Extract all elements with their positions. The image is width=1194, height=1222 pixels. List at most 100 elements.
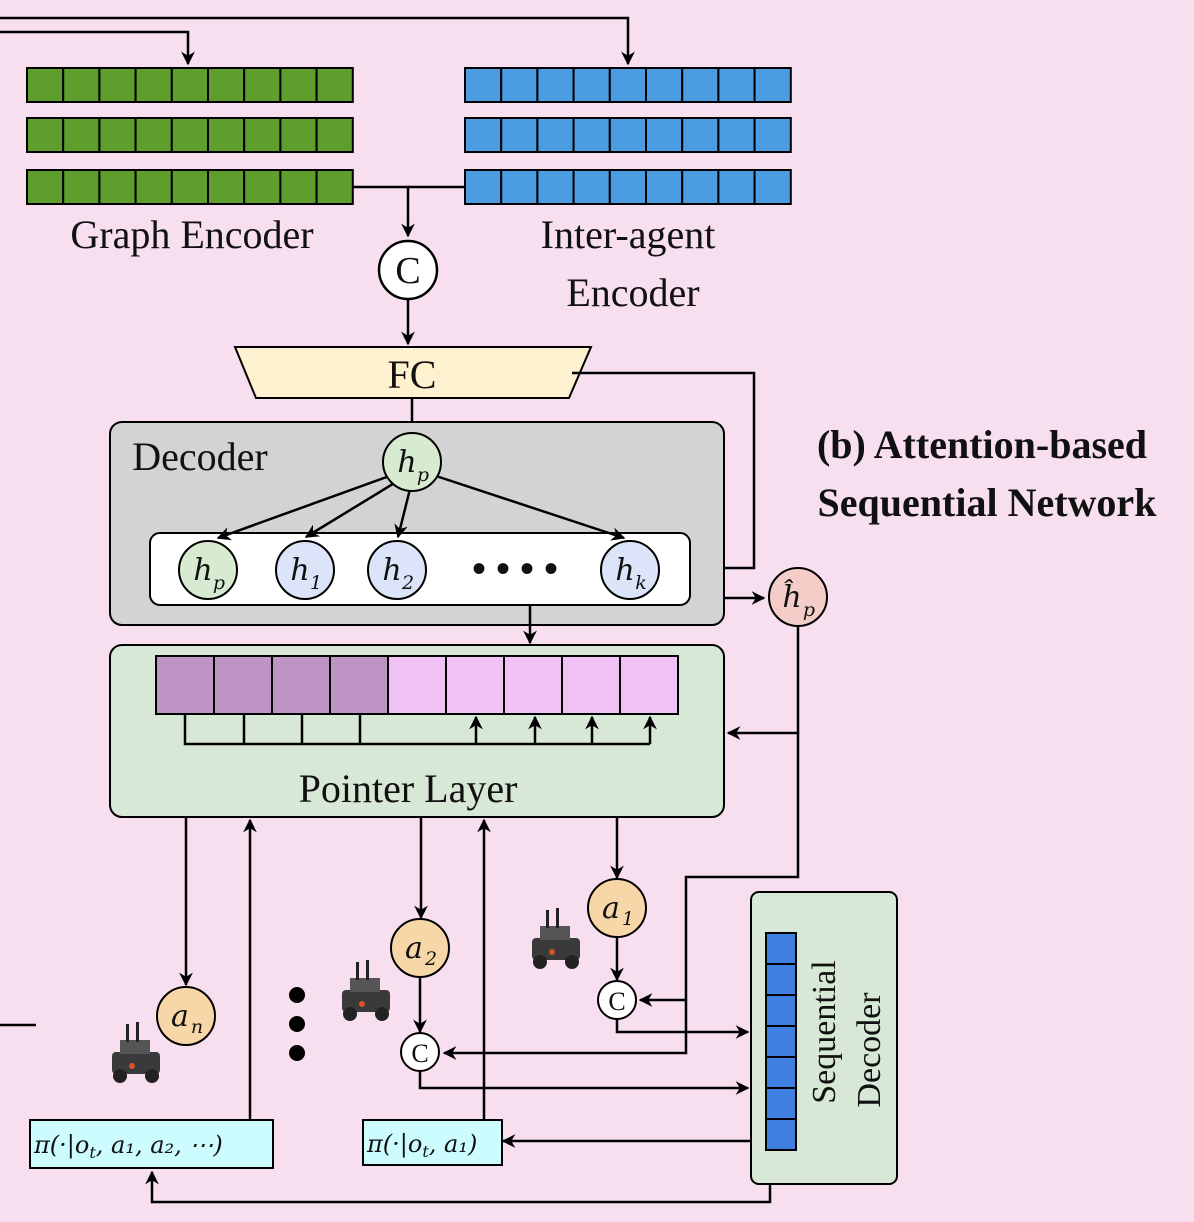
pointer-layer-label: Pointer Layer: [299, 766, 518, 811]
sequential-decoder-cell: [765, 963, 797, 996]
graph-encoder-cell: [207, 67, 246, 103]
graph-encoder-cell: [134, 67, 173, 103]
vertical-ellipsis: [289, 987, 305, 1061]
inter-agent-encoder-cell: [753, 117, 792, 153]
graph-encoder: [26, 67, 354, 205]
policy-box-an: π(·|ot, a₁, a₂, ⋯): [29, 1119, 274, 1169]
inter-agent-encoder-cell: [717, 67, 756, 103]
sequential-decoder-cell: [765, 994, 797, 1027]
graph-encoder-cell: [134, 117, 173, 153]
svg-text:a: a: [405, 931, 423, 966]
svg-text:1: 1: [310, 572, 322, 594]
svg-text:FC: FC: [388, 352, 437, 397]
svg-text:h: h: [290, 553, 309, 588]
graph-encoder-cell: [62, 169, 101, 205]
seq-to-policy-n-edge: [145, 1170, 772, 1204]
graph-encoder-cell: [279, 67, 318, 103]
pointer-layer-cell: [387, 655, 447, 715]
sequential-decoder-cell: [765, 1025, 797, 1058]
svg-text:C: C: [395, 250, 420, 292]
sequential-decoder-cell: [765, 932, 797, 965]
graph-encoder-to-concat-edge: [353, 185, 415, 238]
concat-a2-to-seq-edge: [418, 1071, 750, 1095]
pointer-layer-cell: [561, 655, 621, 715]
svg-text:2: 2: [424, 948, 437, 970]
svg-text:a: a: [171, 999, 189, 1034]
inter-agent-encoder-cell: [608, 169, 647, 205]
inter-agent-encoder-cell: [753, 169, 792, 205]
inter-agent-encoder-cell: [536, 67, 575, 103]
graph-encoder-cell: [26, 67, 65, 103]
graph-encoder-cell: [243, 67, 282, 103]
graph-encoder-cell: [98, 117, 137, 153]
svg-text:2: 2: [401, 572, 414, 594]
action-node-a1: a 1: [587, 878, 647, 938]
pointer-layer-cell: [619, 655, 679, 715]
inter-agent-encoder-cell: [608, 117, 647, 153]
inter-agent-encoder-cell: [645, 169, 684, 205]
inter-agent-encoder-label-line1: Inter-agent: [541, 212, 716, 257]
hp-to-node-2-edge: [394, 488, 412, 539]
inter-agent-encoder-cell: [500, 169, 539, 205]
graph-encoder-cell: [243, 169, 282, 205]
sequential-decoder-cells: [765, 932, 797, 1151]
inter-agent-encoder-cell: [500, 117, 539, 153]
graph-encoder-cell: [243, 117, 282, 153]
pointer-layer-cell: [503, 655, 563, 715]
inter-agent-encoder-cell: [645, 117, 684, 153]
inter-agent-encoder-cell: [572, 117, 611, 153]
graph-encoder-cell: [62, 67, 101, 103]
graph-encoder-cell: [315, 169, 354, 205]
graph-encoder-cell: [279, 117, 318, 153]
input-edge-top-inner: [0, 30, 195, 66]
inter-agent-encoder-cell: [464, 67, 503, 103]
graph-encoder-cell: [26, 169, 65, 205]
decoder-node-hk: h k: [600, 540, 660, 600]
section-title-line1: (b) Attention-based: [817, 422, 1147, 467]
pointer-layer-cell: [329, 655, 389, 715]
pointer-layer-cell: [155, 655, 215, 715]
query-node-hp: h p: [382, 432, 442, 492]
inter-agent-encoder-cell: [572, 67, 611, 103]
inter-agent-encoder-cell: [717, 117, 756, 153]
svg-text:C: C: [608, 987, 625, 1016]
hhat-to-concat-edge: [442, 733, 800, 1060]
inter-agent-encoder-cell: [681, 169, 720, 205]
inter-agent-encoder-cell: [681, 67, 720, 103]
sequential-decoder-label-line1: Sequential: [806, 960, 843, 1104]
robot-icon: [342, 960, 390, 1021]
concat-a1-to-seq-edge: [615, 1019, 750, 1039]
inter-agent-encoder-label-line2: Encoder: [566, 270, 699, 315]
graph-encoder-cell: [315, 117, 354, 153]
inter-agent-encoder-cell: [500, 67, 539, 103]
concat-node-a2: C: [400, 1032, 440, 1072]
svg-text:p: p: [417, 464, 429, 486]
pointer-layer-cell: [271, 655, 331, 715]
svg-text:h: h: [397, 445, 416, 480]
inter-agent-encoder-cell: [717, 169, 756, 205]
concat-node-top: C: [377, 239, 439, 301]
graph-encoder-cell: [98, 169, 137, 205]
decoder-node-hp: h p: [178, 540, 238, 600]
svg-text:h: h: [382, 553, 401, 588]
graph-encoder-cell: [170, 169, 210, 205]
svg-text:1: 1: [622, 908, 634, 930]
sequential-decoder-cell: [765, 1087, 797, 1120]
svg-text:π(·|ot, a₁): π(·|ot, a₁): [366, 1130, 477, 1161]
inter-agent-encoder-cell: [681, 117, 720, 153]
action-node-a2: a 2: [390, 918, 450, 978]
inter-agent-encoder-cell: [645, 67, 684, 103]
graph-encoder-cell: [170, 117, 210, 153]
decoder-node-h1: h 1: [275, 540, 335, 600]
robot-icon: [112, 1022, 160, 1083]
hp-to-node-k-edge: [429, 472, 626, 541]
decoder-ellipsis: • • • •: [472, 546, 558, 591]
concat-node-a1: C: [597, 980, 637, 1020]
hp-to-node-1-edge: [304, 477, 402, 539]
svg-text:ĥ: ĥ: [782, 579, 801, 615]
inter-agent-encoder: [464, 67, 792, 205]
graph-encoder-cell: [62, 117, 101, 153]
pointer-layer-cells: [155, 655, 679, 715]
graph-encoder-cell: [315, 67, 354, 103]
